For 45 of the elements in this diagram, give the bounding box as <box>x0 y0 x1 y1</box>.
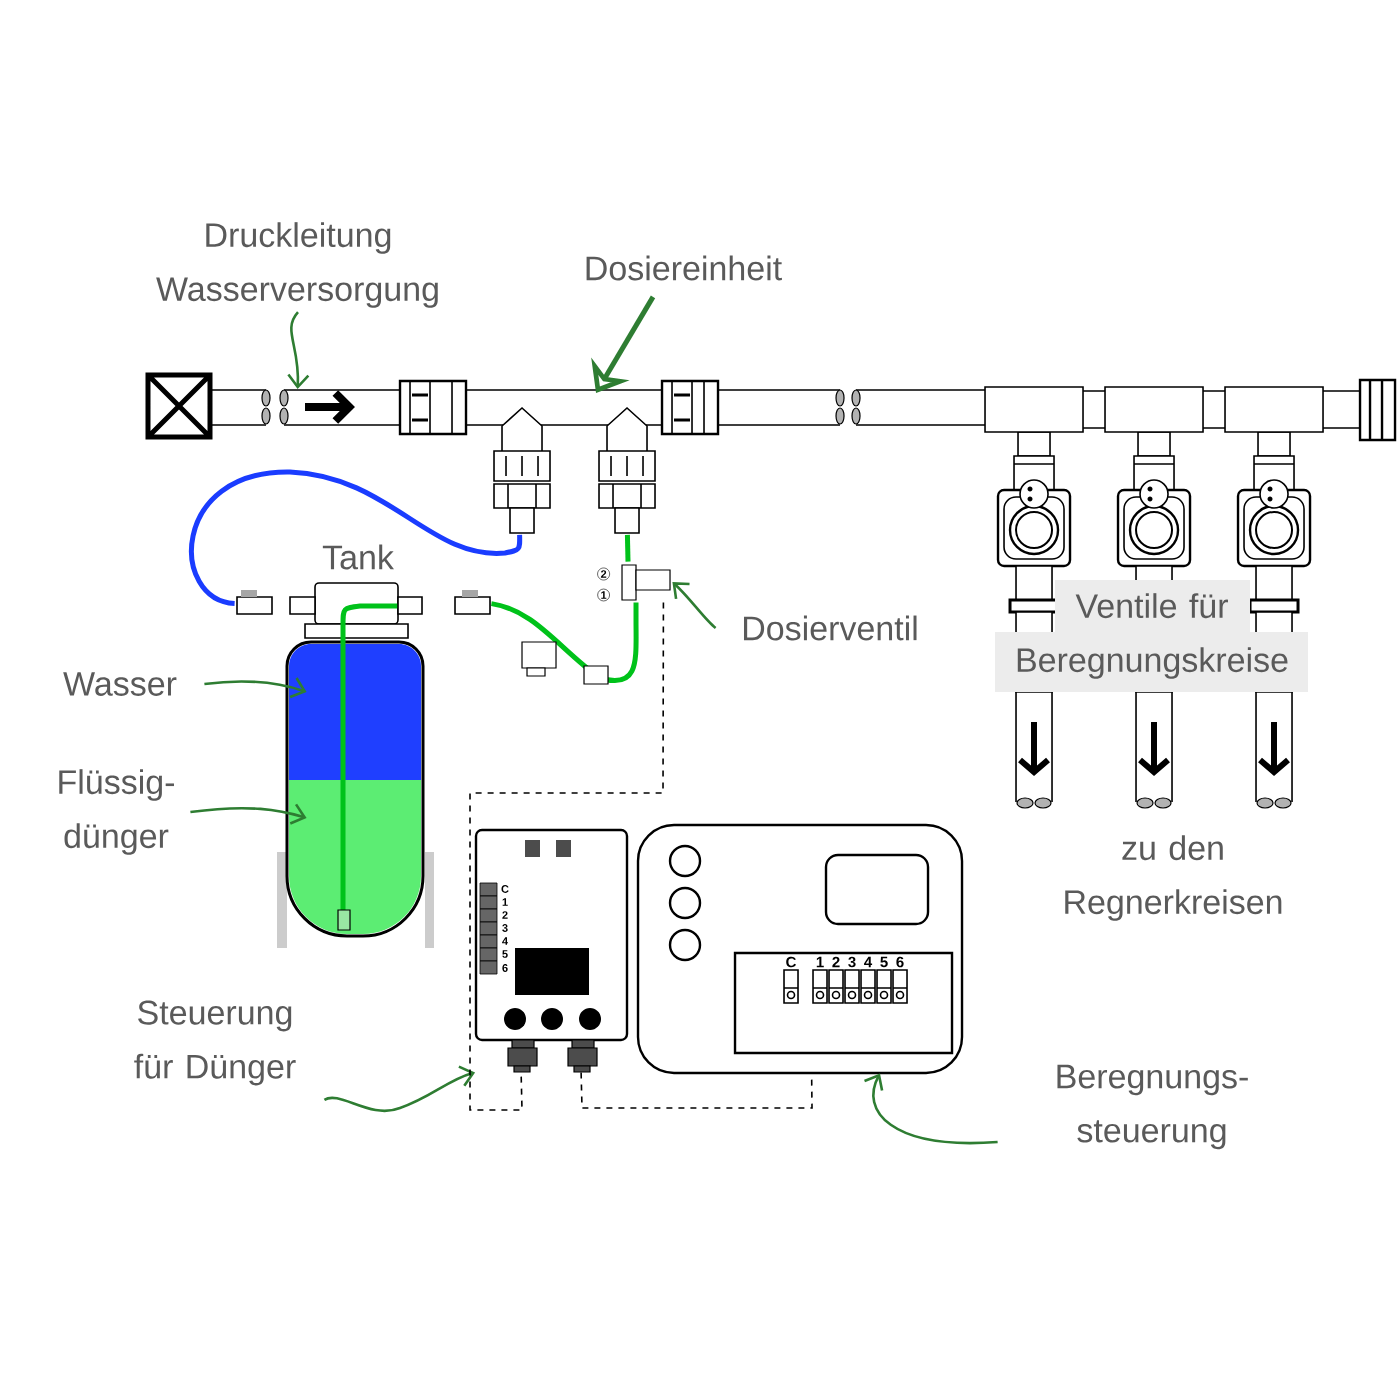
terminal-label: 1 <box>816 956 824 968</box>
water-region <box>289 644 421 780</box>
leader-arrow <box>190 803 307 825</box>
callout-text: Dosierventil <box>744 615 917 641</box>
callout-text: Wasser <box>63 672 177 696</box>
circled-number: 1 <box>597 588 610 602</box>
terminal-label: 3 <box>848 956 856 968</box>
callout-text: Druckleitung Wasserversorgung <box>156 222 438 308</box>
terminal-label: 5 <box>880 956 888 968</box>
node-label: Tank <box>322 544 394 570</box>
terminal-label: 3 <box>502 924 508 932</box>
hose <box>189 469 523 607</box>
dosing-unit-drawing <box>465 389 663 534</box>
tank-drawing: Tank <box>236 544 491 948</box>
dosing-valve-drawing <box>621 564 671 601</box>
cable <box>469 601 665 1111</box>
controller-drawing <box>474 828 629 1073</box>
terminal-label: 4 <box>502 937 508 945</box>
terminal-label: 2 <box>832 956 840 968</box>
callout-text: Steuerung für Dünger <box>134 1000 296 1086</box>
terminal-label: 2 <box>502 911 508 919</box>
leader-arrow <box>204 677 307 699</box>
leader-arrow <box>287 311 310 390</box>
leader-arrow <box>672 582 717 629</box>
callout-text: Beregnungs- steuerung <box>1057 1064 1248 1150</box>
callout-text: Dosiereinheit <box>586 255 782 281</box>
callout-text: Flüssig- dünger <box>59 769 174 855</box>
label-box: Ventile für Beregnungskreise <box>995 580 1309 692</box>
hose <box>624 534 631 562</box>
leader-arrow <box>864 1073 998 1145</box>
circled-number: 2 <box>597 567 610 581</box>
fertilizer-region <box>289 780 421 934</box>
terminal-label: C <box>786 956 796 968</box>
pipe-drawing <box>209 378 1397 442</box>
terminal-label: 6 <box>896 956 904 968</box>
cable <box>580 1071 813 1109</box>
controller-drawing <box>636 823 964 1075</box>
terminal-label: C <box>501 885 509 893</box>
leader-arrow <box>323 1065 476 1113</box>
terminal-label: 4 <box>864 956 873 968</box>
terminal-label: 5 <box>502 950 508 958</box>
caption-text: zu den Regnerkreisen <box>1065 835 1282 921</box>
terminal-label: 6 <box>502 964 508 972</box>
hose <box>490 601 639 684</box>
terminal-label: 1 <box>502 898 508 906</box>
